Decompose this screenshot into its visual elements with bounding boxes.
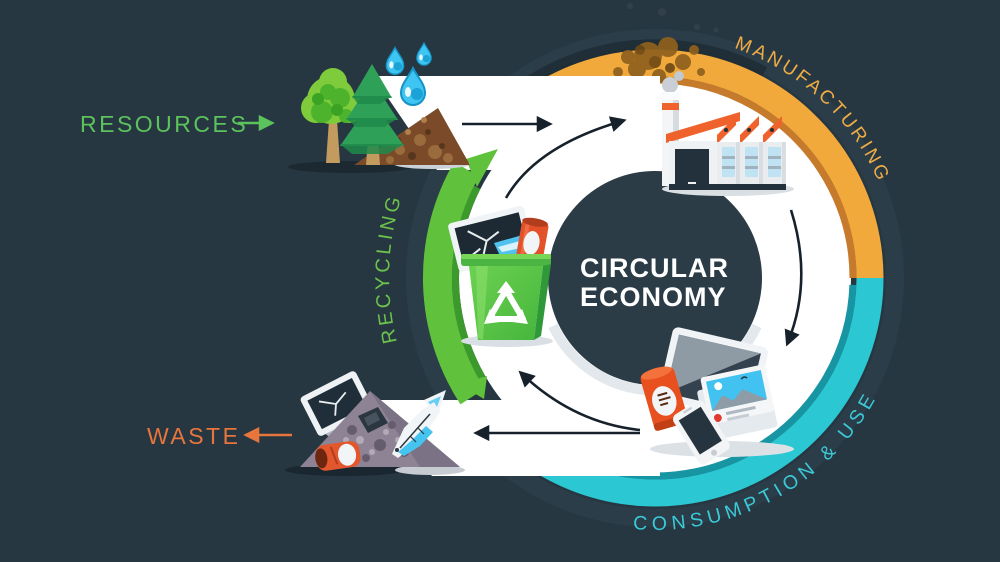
factory-icon (660, 71, 794, 196)
waste-white-shadow (395, 465, 465, 475)
broken-tv-icon (300, 371, 374, 439)
recycling-arc (423, 149, 498, 405)
title-line-1: CIRCULAR (580, 253, 729, 283)
title-line-2: ECONOMY (580, 282, 727, 312)
flow-arrow-recycling-to-manufacturing (504, 116, 627, 199)
center-circle (548, 171, 762, 385)
outer-halo-ring (406, 29, 904, 527)
arc-top-shadow (507, 39, 768, 101)
round-tree-icon (301, 68, 364, 163)
crushed-can2-icon (315, 441, 361, 471)
factory-door (675, 149, 709, 188)
factory-main-roof (666, 112, 740, 143)
crushed-can-icon (516, 217, 549, 263)
smoke-dots-icon (627, 3, 719, 33)
devices-icon (640, 327, 794, 465)
water-drops-icon (385, 41, 432, 106)
recycling-arc-edge (451, 185, 486, 380)
waste-pile-icon (285, 371, 465, 476)
factory-sawtooth-bays (717, 116, 786, 184)
natural-resources-icon (288, 41, 470, 173)
fish-skeleton-icon (392, 390, 446, 458)
recycling-arc-tail (459, 376, 487, 399)
recycle-bin-icon (448, 205, 553, 347)
factory-base (669, 184, 786, 190)
flow-arrows (462, 115, 803, 442)
smartphone-icon (673, 400, 730, 465)
resources-label: RESOURCES (80, 111, 248, 137)
page-title: CIRCULAR ECONOMY (580, 253, 729, 312)
manufacturing-arc-band (523, 49, 884, 279)
waste-label: WASTE (147, 423, 240, 449)
recycle-symbol-icon (484, 281, 528, 324)
recycling-arc-tip (466, 149, 498, 187)
flow-arrow-consumption-to-recycling (518, 370, 641, 432)
consumption-arc-band (523, 277, 884, 507)
recycling-arc-band (423, 161, 485, 405)
flow-arrow-manufacturing-to-consumption (784, 209, 803, 347)
pine-tree-icon (340, 64, 404, 165)
